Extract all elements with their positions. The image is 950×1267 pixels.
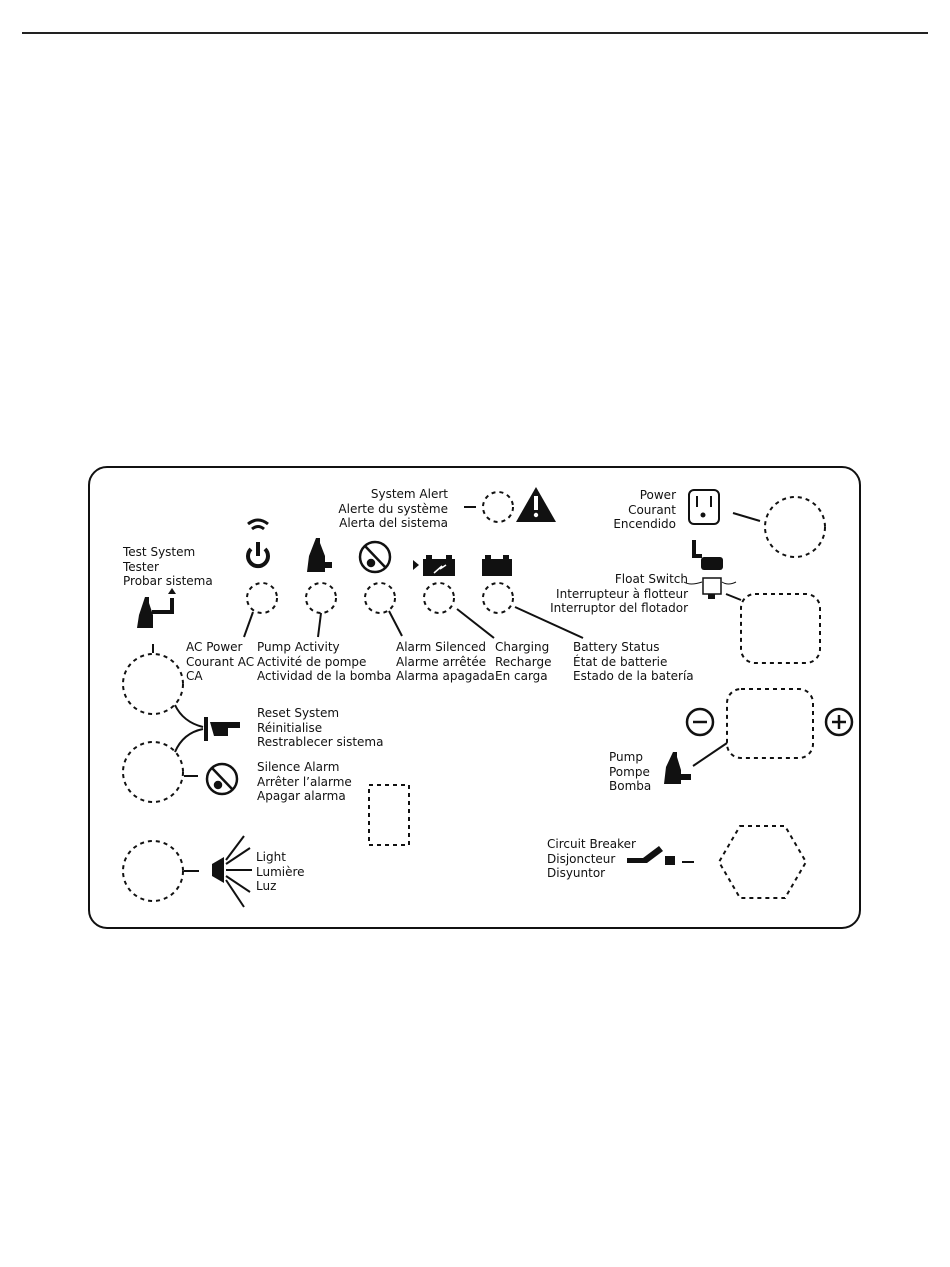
power-icon [246, 542, 270, 569]
circuit-breaker-icon [627, 846, 675, 865]
silence-button [122, 741, 184, 803]
pump-activity-icon [307, 538, 332, 572]
test-button [122, 653, 184, 715]
system-alert-led [482, 491, 514, 523]
test-system-icon [137, 588, 176, 628]
battery-icon [482, 555, 512, 576]
pump-activity-led [305, 582, 337, 614]
outlet-icon [688, 489, 720, 525]
minus-icon [685, 707, 715, 737]
panel-outline [88, 466, 861, 929]
float-switch-icon [683, 540, 737, 599]
circuit-breaker-socket [717, 825, 808, 899]
pump-socket [726, 688, 814, 759]
light-icon [212, 857, 224, 883]
power-outlet-socket [764, 496, 826, 558]
charging-icon [413, 555, 455, 576]
display-window [368, 784, 410, 846]
silence-alarm-icon [205, 762, 239, 796]
warning-icon [516, 487, 556, 522]
alarm-silenced-icon [358, 540, 392, 574]
alarm-silenced-led [364, 582, 396, 614]
battery-status-led [482, 582, 514, 614]
header-rule [22, 32, 928, 34]
charging-led [423, 582, 455, 614]
float-switch-socket [740, 593, 821, 664]
pump-icon [664, 752, 691, 784]
plus-icon [824, 707, 854, 737]
wifi-icon [247, 518, 269, 531]
reset-hand-icon [204, 717, 240, 741]
light-button [122, 840, 184, 902]
ac-power-led [246, 582, 278, 614]
